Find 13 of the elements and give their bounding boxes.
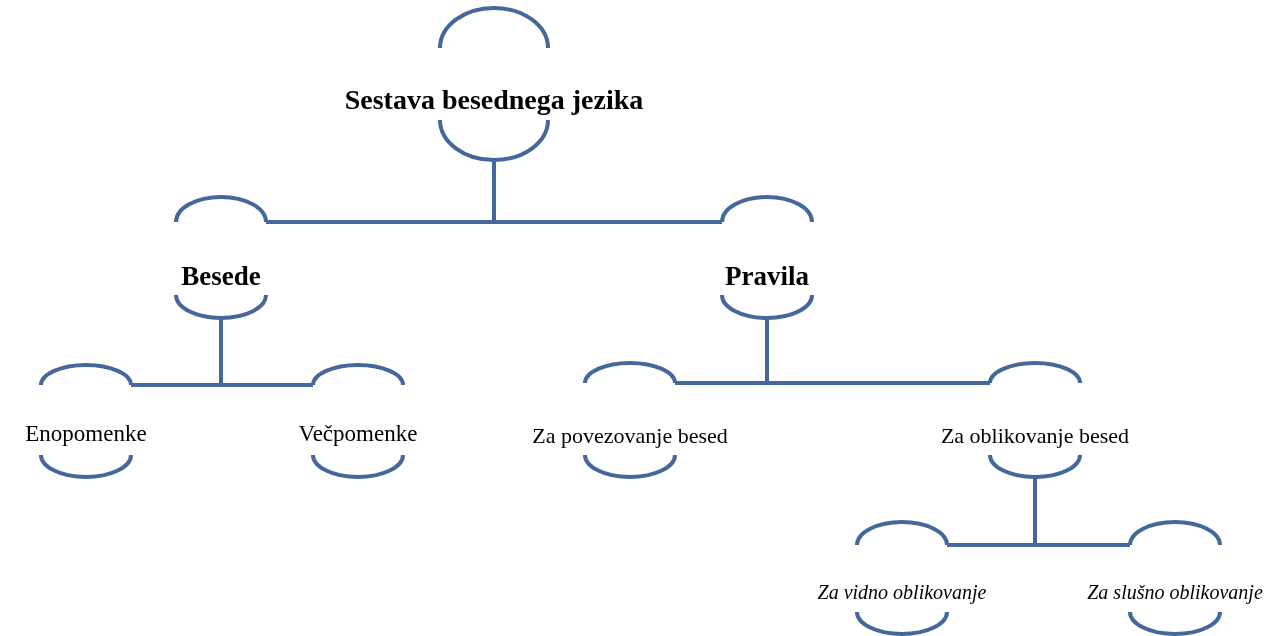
node-label: Za oblikovanje besed (939, 422, 1131, 450)
connector-line (765, 318, 990, 385)
connector-line (219, 318, 313, 387)
node-label: Pravila (724, 261, 810, 291)
node-label: Enopomenke (24, 420, 148, 447)
connector-line (1033, 477, 1130, 547)
node-label: Za povezovanje besed (532, 422, 728, 450)
connector-line (492, 160, 722, 224)
node-label: Sestava besednega jezika (344, 84, 644, 115)
node-label: Besede (180, 261, 262, 291)
node-label: Za slušno oblikovanje (1086, 580, 1264, 604)
node-label: Za vidno oblikovanje (816, 580, 988, 604)
node-label: Večpomenke (297, 420, 419, 447)
